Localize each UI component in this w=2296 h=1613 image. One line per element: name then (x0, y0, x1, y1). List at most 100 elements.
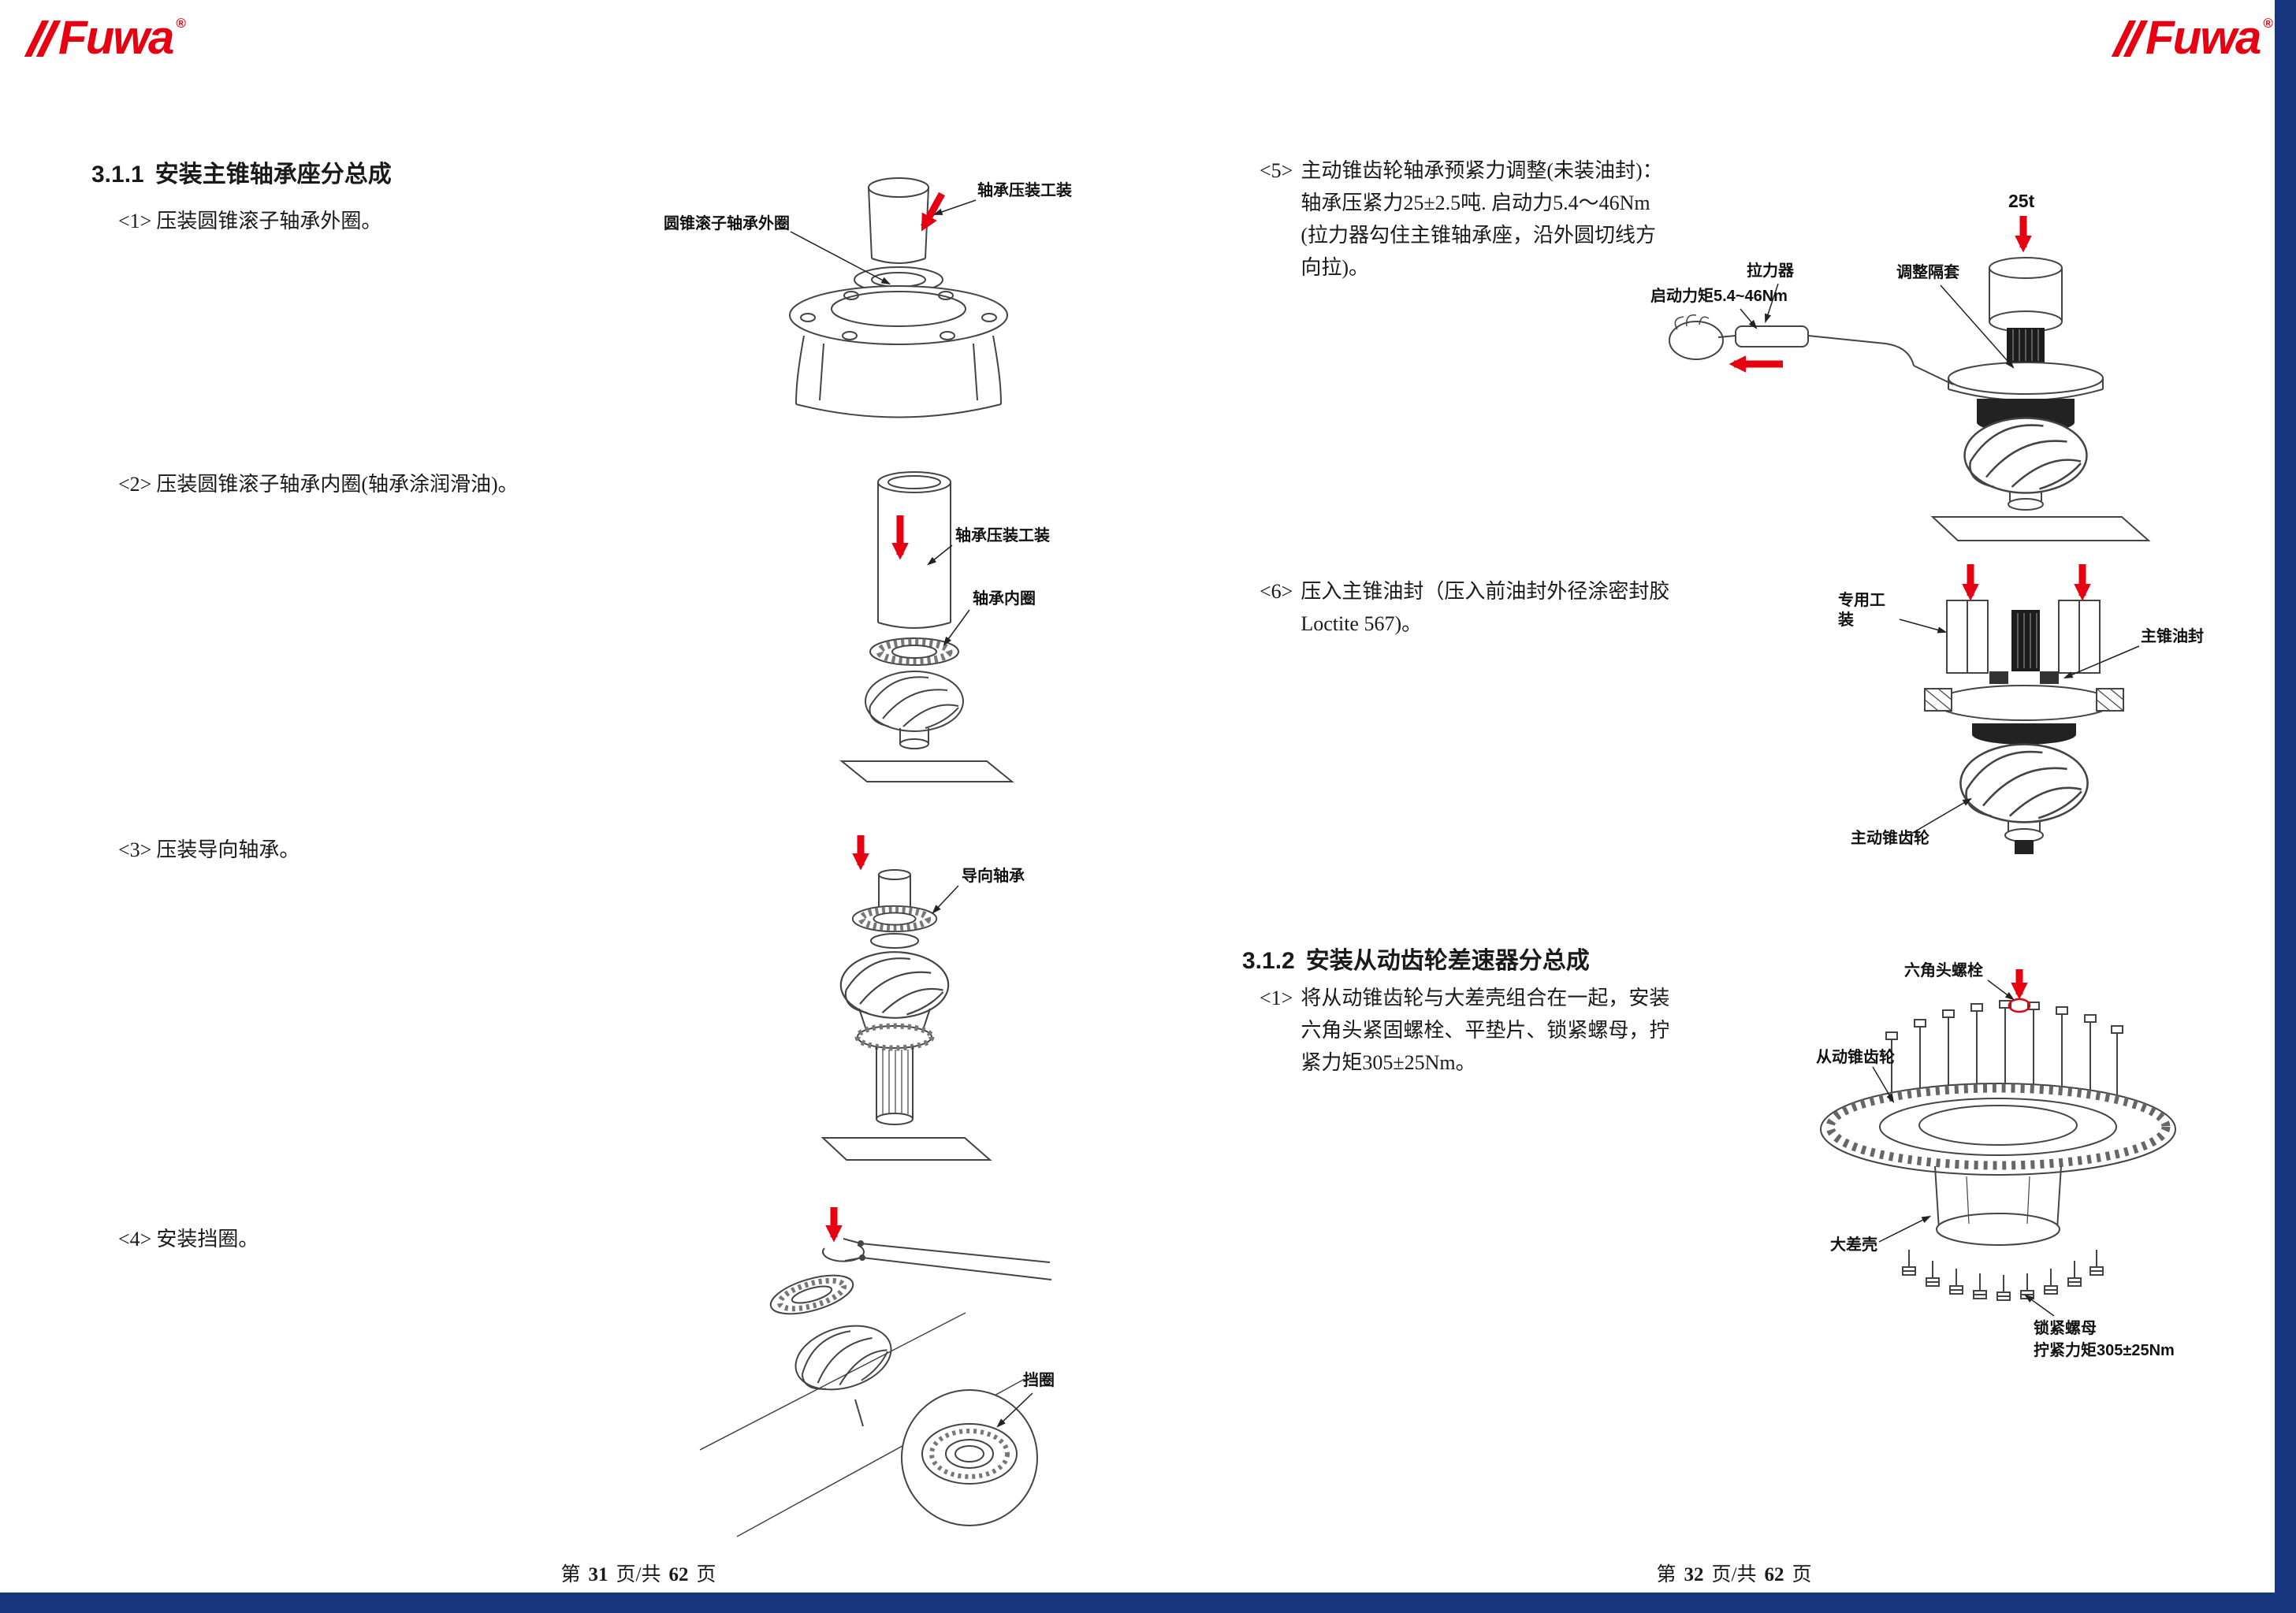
figure-press-inner-race: 轴承压装工装 轴承内圈 (749, 459, 1088, 797)
pliers-and-assembly (699, 1238, 1052, 1537)
step-text: 安装挡圈。 (156, 1228, 259, 1251)
label-special-tool: 专用工装 (1838, 592, 1885, 629)
step-line: 将从动锥齿轮与大差壳组合在一起，安装 (1301, 987, 1670, 1009)
footer-suffix: 页 (696, 1564, 716, 1585)
leader-case (1878, 1215, 1932, 1243)
footer-suffix: 页 (1792, 1564, 1812, 1585)
step-text: 压装导向轴承。 (156, 838, 300, 861)
logo-wordmark: Fuwa (2145, 11, 2261, 64)
step-5: <5> 主动锥齿轮轴承预紧力调整(未装油封)： 轴承压紧力25±2.5吨. 启动… (1260, 154, 1663, 284)
section-heading-312: 3.1.2 安装从动齿轮差速器分总成 (1242, 941, 1590, 976)
label-press-tool: 轴承压装工装 (977, 182, 1072, 199)
ring-gear-and-case (1820, 1083, 2176, 1246)
step-number: <1> (1260, 987, 1293, 1009)
hand-with-puller (1669, 314, 1954, 385)
footer-total-pages: 62 (668, 1564, 689, 1585)
label-oil-seal: 主锥油封 (2141, 628, 2204, 645)
step-text: 压入主锥油封（压入前油封外径涂密封胶 Loctite 567)。 (1301, 575, 1669, 640)
step-line: 六角头紧固螺栓、平垫片、锁紧螺母，拧 (1301, 1019, 1670, 1042)
step-line: 压入主锥油封（压入前油封外径涂密封胶 (1301, 580, 1670, 603)
page-footer-right: 第 32 页/共 62 页 (1513, 1559, 1955, 1587)
bolts (1885, 1000, 2123, 1095)
label-drive-pinion: 主动锥齿轮 (1851, 830, 1929, 847)
footer-prefix: 第 (560, 1564, 581, 1585)
lock-nuts (1902, 1250, 2104, 1301)
footer-prefix: 第 (1656, 1564, 1676, 1585)
figure-preload-adjust-drawing (1669, 216, 2151, 541)
label-diff-case: 大差壳 (1830, 1236, 1877, 1254)
leader-outer-race (790, 231, 891, 285)
step-1: <1>压装圆锥滚子轴承外圈。 (118, 205, 381, 234)
logo-wordmark: Fuwa (58, 11, 174, 64)
step-3: <3>压装导向轴承。 (118, 834, 300, 863)
leader-snap-ring (996, 1392, 1033, 1428)
step-number: <3> (118, 838, 152, 861)
step-number: <2> (118, 473, 152, 496)
registered-mark: ® (176, 16, 186, 31)
step-line: (拉力器勾住主锥轴承座，沿外圆切线方 (1301, 224, 1656, 247)
label-25t: 25t (2008, 191, 2035, 211)
step-text: 压装圆锥滚子轴承外圈。 (156, 210, 382, 232)
label-inner-race: 轴承内圈 (973, 590, 1036, 608)
label-snap-ring: 挡圈 (1023, 1372, 1055, 1389)
step-line: 轴承压紧力25±2.5吨. 启动力5.4～46Nm (1301, 191, 1650, 214)
press-down-arrow-icon (921, 191, 945, 232)
leader-lock-nut (2024, 1294, 2055, 1317)
figure-guide-bearing: 导向轴承 (741, 826, 1088, 1176)
step-1-right: <1> 将从动锥齿轮与大差壳组合在一起，安装 六角头紧固螺栓、平垫片、锁紧螺母，… (1260, 982, 1669, 1079)
label-press-tool: 轴承压装工装 (955, 527, 1050, 544)
press-tool-and-housing (789, 177, 1008, 418)
step-line: 向拉)。 (1301, 256, 1369, 279)
figure-diff-assembly-drawing (1820, 969, 2176, 1317)
step-line: 主动锥齿轮轴承预紧力调整(未装油封)： (1301, 159, 1663, 182)
leader-inner-race (943, 609, 970, 646)
section-title: 安装从动齿轮差速器分总成 (1305, 948, 1590, 974)
fuwa-logo: Fuwa ® (2111, 11, 2273, 64)
registered-mark: ® (2263, 16, 2273, 31)
footer-total-pages: 62 (1764, 1564, 1784, 1585)
label-adjust-spacer: 调整隔套 (1896, 264, 1959, 281)
footer-page-number: 31 (588, 1564, 608, 1585)
page-border-right (2275, 0, 2296, 1613)
step-6: <6> 压入主锥油封（压入前油封外径涂密封胶 Loctite 567)。 (1260, 575, 1669, 640)
leader-torque (1740, 308, 1758, 329)
section-number: 3.1.2 (1242, 948, 1295, 974)
leader-press-tool (927, 544, 953, 566)
fuwa-logo: Fuwa ® (24, 11, 186, 64)
figure-press-oil-seal-drawing (1899, 564, 2140, 854)
step-number: <5> (1260, 159, 1293, 182)
figure-guide-bearing-drawing (821, 835, 992, 1161)
footer-page-number: 32 (1684, 1564, 1704, 1585)
figure-press-oil-seal: 专用工装 主锥油封 主动锥齿轮 (1805, 553, 2223, 900)
seal-press-section (1924, 600, 2124, 854)
label-outer-race: 圆锥滚子轴承外圈 (664, 215, 790, 232)
label-hex-bolt: 六角头螺栓 (1904, 962, 1983, 979)
step-text: 主动锥齿轮轴承预紧力调整(未装油封)： 轴承压紧力25±2.5吨. 启动力5.4… (1301, 154, 1662, 284)
figure-preload-adjust: 25t 拉力器 启动力矩5.4~46Nm 调整隔套 (1639, 189, 2183, 559)
leader-oil-seal (2063, 645, 2140, 678)
section-title: 安装主锥轴承座分总成 (154, 162, 392, 188)
step-number: <1> (118, 210, 152, 232)
leader-puller (1765, 283, 1779, 324)
label-start-torque: 启动力矩5.4~46Nm (1650, 288, 1788, 305)
step-text: 压装圆锥滚子轴承内圈(轴承涂润滑油)。 (156, 473, 519, 496)
figure-press-outer-race: 圆锥滚子轴承外圈 轴承压装工装 (662, 164, 1088, 440)
section-number: 3.1.1 (91, 162, 144, 188)
leader-hex-bolt (1987, 979, 2015, 1001)
pinion-and-press (1930, 257, 2151, 541)
leader-ring-gear (1872, 1066, 1895, 1104)
step-number: <6> (1260, 580, 1293, 603)
step-number: <4> (118, 1228, 152, 1251)
step-line: 紧力矩305±25Nm。 (1301, 1051, 1476, 1074)
step-text: 将从动锥齿轮与大差壳组合在一起，安装 六角头紧固螺栓、平垫片、锁紧螺母，拧 紧力… (1301, 982, 1669, 1079)
figure-snap-ring-drawing (699, 1207, 1052, 1537)
step-4: <4>安装挡圈。 (118, 1223, 259, 1252)
section-heading-311: 3.1.1 安装主锥轴承座分总成 (91, 154, 392, 189)
leader-special-tool (1899, 619, 1948, 634)
press-tube-and-pinion (839, 471, 1014, 782)
label-lock-nut-torque: 拧紧力矩305±25Nm (2034, 1342, 2175, 1359)
figure-snap-ring: 挡圈 (694, 1196, 1088, 1559)
footer-middle: 页/共 (1711, 1564, 1757, 1585)
